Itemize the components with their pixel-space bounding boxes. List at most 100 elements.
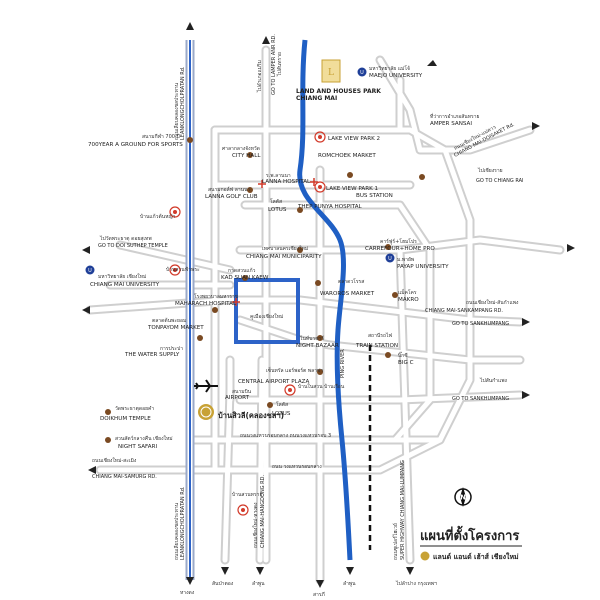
label-canal-rd-bottom-th: ถนนเลียบคลองชลประทาน xyxy=(173,502,180,560)
label-maejo: MAEJO UNIVERSITY xyxy=(369,73,423,79)
label-cityhall: CITY HALL xyxy=(232,153,261,159)
project-markers xyxy=(169,131,326,516)
label-doi-suthep: GO TO DOI SUTHEP TEMPLE xyxy=(98,243,168,249)
label-ping-river: PING RIVER xyxy=(340,349,346,378)
arrow-right-icon xyxy=(532,122,540,130)
label-airport-plaza: CENTRAL AIRPORT PLAZA xyxy=(238,379,310,385)
label-baan-siwali-th: บ้านสิวลี(คลองชลฯ) xyxy=(218,411,284,420)
warorot-dot xyxy=(315,280,321,286)
hospital-icon xyxy=(232,298,240,306)
label-bottom-lamphun2: ลำพูน xyxy=(343,581,356,587)
red-marker-icon xyxy=(284,384,296,396)
label-cmu: CHIANG MAI UNIVERSITY xyxy=(90,282,160,288)
cityhall-dot xyxy=(247,152,253,158)
label-baan-nam-th: บ้านในสวน บ้านเรือน xyxy=(298,383,345,390)
doikhum-dot xyxy=(105,409,111,415)
label-to-sankampang2: GO TO SANKHUMPANG xyxy=(452,396,509,402)
arrow-left-icon xyxy=(82,306,90,314)
label-samoeng: CHIANG MAI-SAMURG RD. xyxy=(92,474,157,480)
arrow-down-icon xyxy=(316,580,324,588)
project-logo-icon: L xyxy=(321,59,341,83)
label-warorot-th: ตลาดวโรรส xyxy=(338,278,364,285)
label-bottom-hangdong: หางดง xyxy=(180,590,195,596)
label-makro-th: แม็คโคร xyxy=(398,288,417,296)
lotus2-dot xyxy=(267,402,273,408)
arrow-left-icon xyxy=(82,246,90,254)
arrow-down-icon xyxy=(406,567,414,575)
label-ring2-th: ถนน วงแหวนรอบกลาง xyxy=(272,464,322,470)
project-logo-icon xyxy=(198,404,214,420)
label-baan-kaew-th: บ้านแก้วต้นหญ้า xyxy=(140,213,176,220)
label-makro: MAKRO xyxy=(398,297,419,303)
label-lotus2: LOTUS xyxy=(272,411,291,417)
label-nightsafari-th: สวนสัตว์กลางคืน เชียงใหม่ xyxy=(115,435,173,442)
label-bottom-lamphun: ลำพูน xyxy=(252,581,265,587)
label-airport-th: สนามบิน xyxy=(232,388,252,395)
tonpayom-dot xyxy=(212,307,218,313)
nightsafari-dot xyxy=(105,437,111,443)
university-icon: U xyxy=(85,265,95,275)
label-nightsafari: NIGHT SAFARI xyxy=(118,444,157,450)
label-canal-rd-bottom: LEANKLONGCHOLPRATAN Rd. xyxy=(180,486,186,560)
compass-letter: N xyxy=(460,494,466,502)
company-name: แลนด์ แอนด์ เฮ้าส์ เชียงใหม่ xyxy=(433,552,519,561)
university-icon: U xyxy=(357,67,367,77)
svg-text:U: U xyxy=(360,70,364,76)
golf-dot xyxy=(247,187,253,193)
label-lotus: LOTUS xyxy=(268,207,287,213)
carrefour-dot xyxy=(385,244,391,250)
label-to-lampang: GO TO LAMPER ANR RD. xyxy=(271,34,277,95)
label-train-th: สถานีรถไฟ xyxy=(368,332,393,339)
airplane-icon xyxy=(194,379,218,393)
label-warorot: WAROROS MARKET xyxy=(320,291,375,297)
university-icons: U U U xyxy=(85,67,395,275)
label-canal-rd-top: LEANKLONGCHOLPRATAN Rd. xyxy=(180,66,186,140)
label-lakeview1: LAKE VIEW PARK 1 xyxy=(326,186,379,192)
airport-plaza-dot xyxy=(317,369,323,375)
label-bigc: BIG C xyxy=(398,360,414,366)
label-golf-th: สนามกอล์ฟ ลานนา xyxy=(208,186,251,193)
svg-text:L: L xyxy=(328,68,334,78)
red-marker-icon xyxy=(314,131,326,143)
arrow-down-icon xyxy=(256,567,264,575)
label-suankaew-th: กาดสวนแก้ว xyxy=(228,267,256,274)
label-payap: PAYAP UNIVERSITY xyxy=(397,264,449,270)
title-block: แผนที่ตั้งโครงการ แลนด์ แอนด์ เฮ้าส์ เชี… xyxy=(420,525,522,561)
label-lotus-th: โลตัส xyxy=(270,198,282,205)
arrow-right-icon xyxy=(522,391,530,399)
lotus-dot xyxy=(297,207,303,213)
label-theppunya: THEP PUNYA HOSPITAL xyxy=(297,204,363,210)
label-muni-th: เทศบาลนครเชียงใหม่ xyxy=(262,245,308,252)
label-cityhall-th: ศาลากลางจังหวัด xyxy=(222,146,260,152)
label-superhwy-th: ถนนซูเปอร์ไฮเวย์ xyxy=(392,523,399,560)
arrow-down-icon xyxy=(221,567,229,575)
label-payap-th: ม.พายัพ xyxy=(397,257,414,263)
label-bottom-sanpatong: สันป่าตอง xyxy=(212,581,234,587)
road-network xyxy=(85,45,565,585)
label-nightbazaar: NIGHT BAZAAR xyxy=(296,343,339,349)
label-to-chiangrai: GO TO CHIANG RAI xyxy=(476,178,524,184)
hospital-icons xyxy=(232,178,318,306)
makro-dot xyxy=(392,292,398,298)
label-suankaew: KAD SUAN KAEW xyxy=(221,275,269,281)
university-icon: U xyxy=(385,253,395,263)
label-airport: AIRPORT xyxy=(225,395,250,401)
label-watersupply: THE WATER SUPPLY xyxy=(124,352,180,358)
label-canal-rd-top-th: ถนนเลียบคลองชลประทาน xyxy=(173,82,180,140)
label-moat-th: คูเมืองเชียงใหม่ xyxy=(250,313,283,320)
label-sankampang-th: ถนนเชียงใหม่-สันกำแพง xyxy=(466,299,519,306)
label-carrefour: CARREFOUR+HOME PRO xyxy=(365,246,435,252)
label-bottom-sarapee: สารภี xyxy=(313,591,325,598)
label-cmu-th: มหาวิทยาลัย เชียงใหม่ xyxy=(98,273,146,280)
city-moat xyxy=(234,278,300,344)
label-maejo-th: มหาวิทยาลัย แม่โจ้ xyxy=(369,65,410,72)
hospital-icon xyxy=(310,178,318,186)
label-doi-suthep-th: ไปวัดพระธาตุ ดอยสุเทพ xyxy=(99,235,152,242)
bus-dot xyxy=(347,172,353,178)
north-compass-icon: N xyxy=(454,487,472,507)
nightbazaar-dot xyxy=(317,335,323,341)
label-nightbazaar-th: ไนท์บาซาร์ xyxy=(299,335,324,342)
suankaew-dot xyxy=(242,275,248,281)
label-to-sankampang2-th: ไปสันกำแพง xyxy=(479,377,508,384)
